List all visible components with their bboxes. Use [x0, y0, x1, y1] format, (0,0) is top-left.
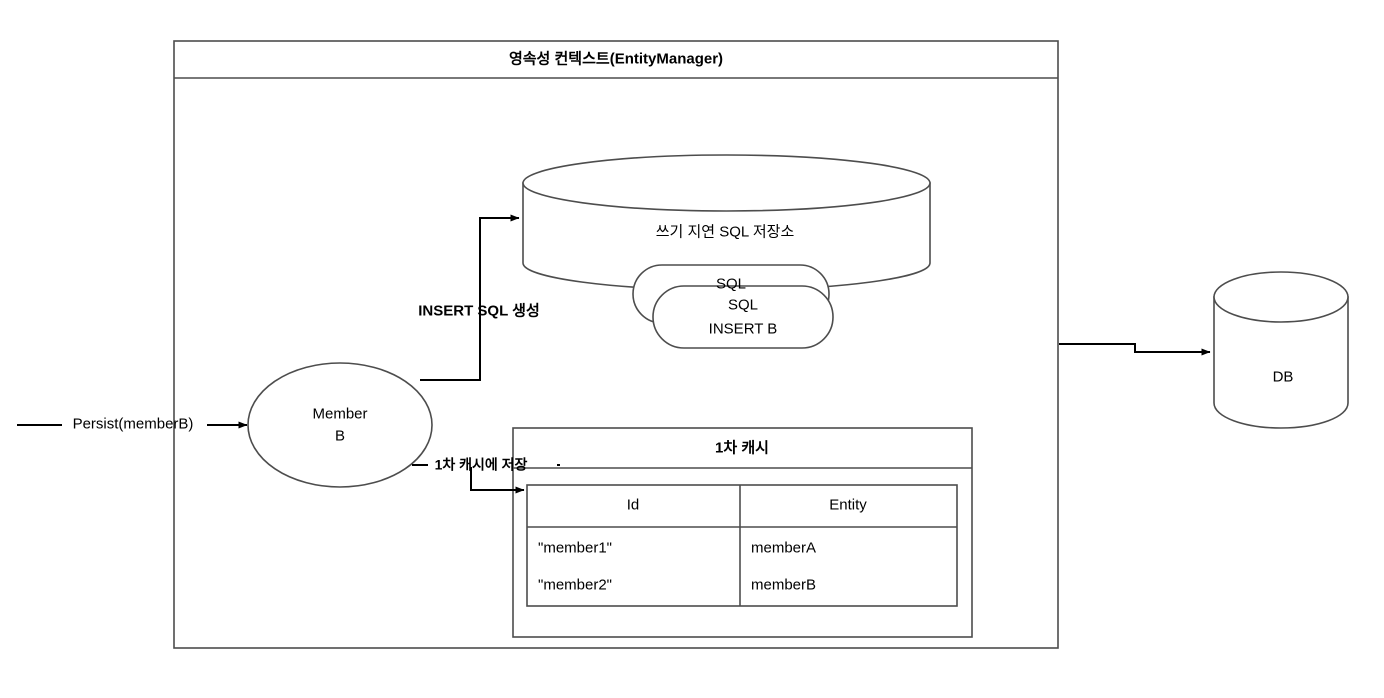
database-label: DB	[1272, 368, 1294, 386]
cache-row-1-id: "member1"	[538, 539, 613, 557]
cache-table	[526, 484, 958, 607]
flush-to-db-arrow	[1059, 343, 1211, 356]
write-behind-store-label: 쓰기 지연 SQL 저장소	[655, 223, 795, 241]
cache-table-header-entity: Entity	[829, 496, 867, 514]
cache-save-arrow-path	[470, 467, 525, 494]
member-entity-ellipse	[247, 362, 433, 488]
sql-insert-b-label-line2: INSERT B	[708, 320, 778, 338]
sql-insert-b-label-line1: SQL	[727, 296, 759, 314]
write-behind-store-cylinder-top	[522, 154, 931, 212]
first-level-cache-title: 1차 캐시	[715, 439, 769, 457]
sql-insert-a-label-line1: SQL	[715, 275, 747, 293]
cache-save-label: 1차 캐시에 저장	[434, 456, 528, 473]
member-entity-label-line1: Member	[312, 405, 368, 423]
cache-row-1-entity: memberA	[751, 539, 817, 557]
cache-row-2-id: "member2"	[538, 576, 613, 594]
cache-row-2-entity: memberB	[751, 576, 817, 594]
database-cylinder-top	[1213, 271, 1349, 323]
cache-table-header-id: Id	[626, 496, 640, 514]
member-entity-label-line2: B	[334, 427, 346, 445]
insert-sql-arrow	[420, 214, 520, 381]
database-cylinder-body	[1213, 296, 1349, 429]
persistence-context-title: 영속성 컨텍스트(EntityManager)	[508, 50, 724, 68]
persist-arrow-label: Persist(memberB)	[72, 415, 194, 433]
insert-sql-label: INSERT SQL 생성	[418, 302, 540, 320]
sql-insert-b-box	[652, 285, 834, 349]
